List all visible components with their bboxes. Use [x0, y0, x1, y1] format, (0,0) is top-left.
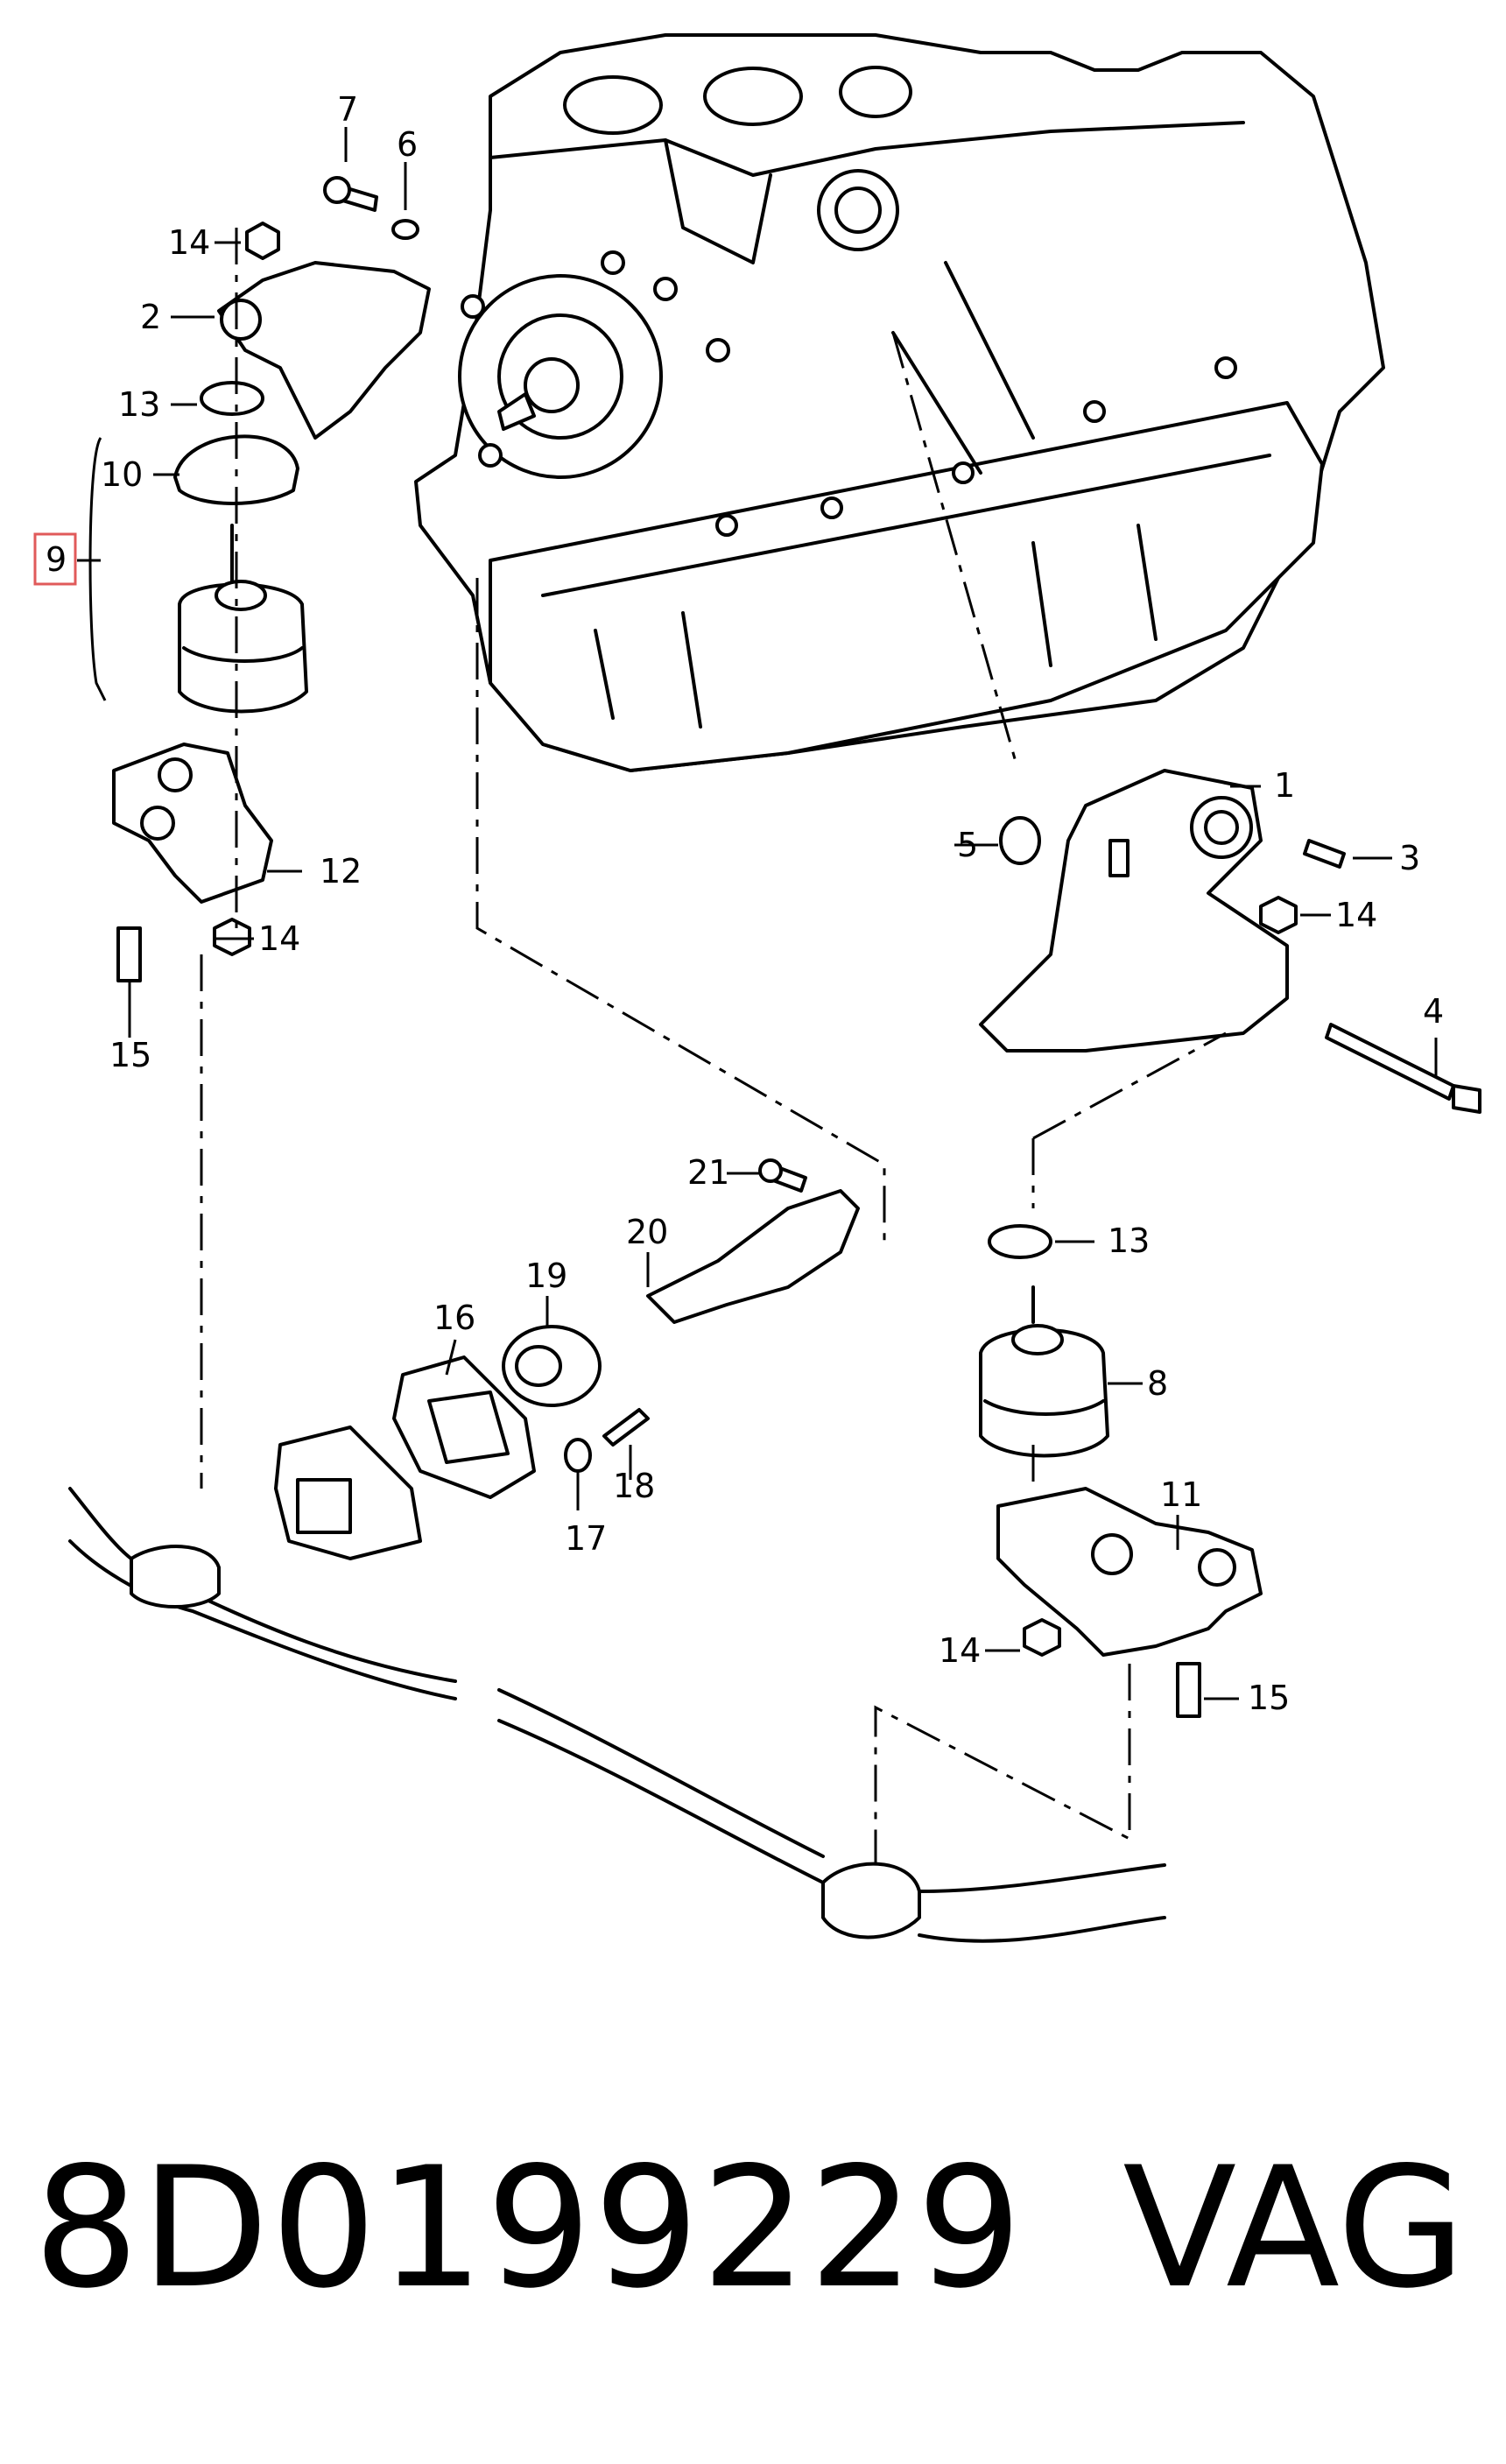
bracket-2	[217, 261, 431, 440]
callout-14-c: 14	[1335, 896, 1377, 934]
callout-9: 9	[46, 540, 67, 579]
callout-15-a: 15	[109, 1036, 151, 1074]
callout-4: 4	[1423, 992, 1444, 1031]
callout-15-b: 15	[1248, 1679, 1290, 1717]
callouts: 7 6 14 2 13 10 9 12 14 15 1 5 3 14 4 13 …	[46, 90, 1444, 1717]
bolt-18	[602, 1408, 650, 1447]
callout-6: 6	[397, 125, 418, 164]
nut-14-top	[245, 222, 280, 260]
callout-7: 7	[337, 90, 358, 129]
washer-17	[564, 1438, 592, 1473]
center-torque-arm	[274, 1158, 860, 1560]
ring-5	[999, 816, 1041, 865]
guide-lines	[200, 228, 1227, 1865]
callout-8: 8	[1147, 1364, 1168, 1403]
callout-13-b: 13	[1108, 1221, 1150, 1260]
washer-13	[200, 381, 264, 416]
torque-arm-20	[646, 1189, 860, 1324]
nut-14-left	[213, 918, 251, 956]
leader-lines	[77, 127, 1438, 1700]
callout-21: 21	[687, 1153, 729, 1192]
callout-2: 2	[140, 298, 161, 336]
bolt-3	[1303, 839, 1346, 869]
callout-10: 10	[101, 455, 143, 494]
callout-12: 12	[320, 852, 362, 891]
callout-3: 3	[1399, 839, 1420, 877]
highlight-box-9	[33, 532, 77, 586]
callout-14-d: 14	[939, 1631, 981, 1670]
left-mount-assembly	[33, 176, 431, 982]
right-mount-assembly	[979, 769, 1481, 1718]
callout-1: 1	[1274, 766, 1295, 805]
callout-18: 18	[613, 1467, 655, 1505]
bracket-11	[996, 1487, 1263, 1657]
washer-13-right	[988, 1224, 1052, 1259]
brand-label: VAG	[1122, 2131, 1466, 2325]
washer-6	[391, 219, 419, 240]
footer: 8D0199229 VAG	[0, 2128, 1506, 2355]
callout-17: 17	[565, 1519, 607, 1558]
bolt-15-left	[116, 926, 142, 982]
bracket-12	[112, 743, 273, 904]
bracket-16	[392, 1355, 536, 1499]
bolt-4	[1325, 1023, 1455, 1101]
callout-13-a: 13	[118, 385, 160, 424]
callout-16: 16	[433, 1299, 475, 1337]
nut-14-right-top	[1259, 896, 1298, 934]
callout-14-b: 14	[258, 919, 300, 958]
engine-block	[414, 33, 1385, 772]
bolt-15-right	[1176, 1662, 1201, 1718]
callout-11: 11	[1160, 1475, 1202, 1514]
callout-5: 5	[957, 826, 978, 864]
engine-mount-9	[178, 582, 308, 714]
callout-14-a: 14	[168, 223, 210, 262]
part-number: 8D0199229	[33, 2131, 1024, 2325]
callout-20: 20	[626, 1213, 668, 1251]
subframe-crossmember	[68, 1487, 1166, 1943]
callout-19: 19	[525, 1257, 567, 1295]
nut-14-right-bottom	[1023, 1618, 1061, 1657]
